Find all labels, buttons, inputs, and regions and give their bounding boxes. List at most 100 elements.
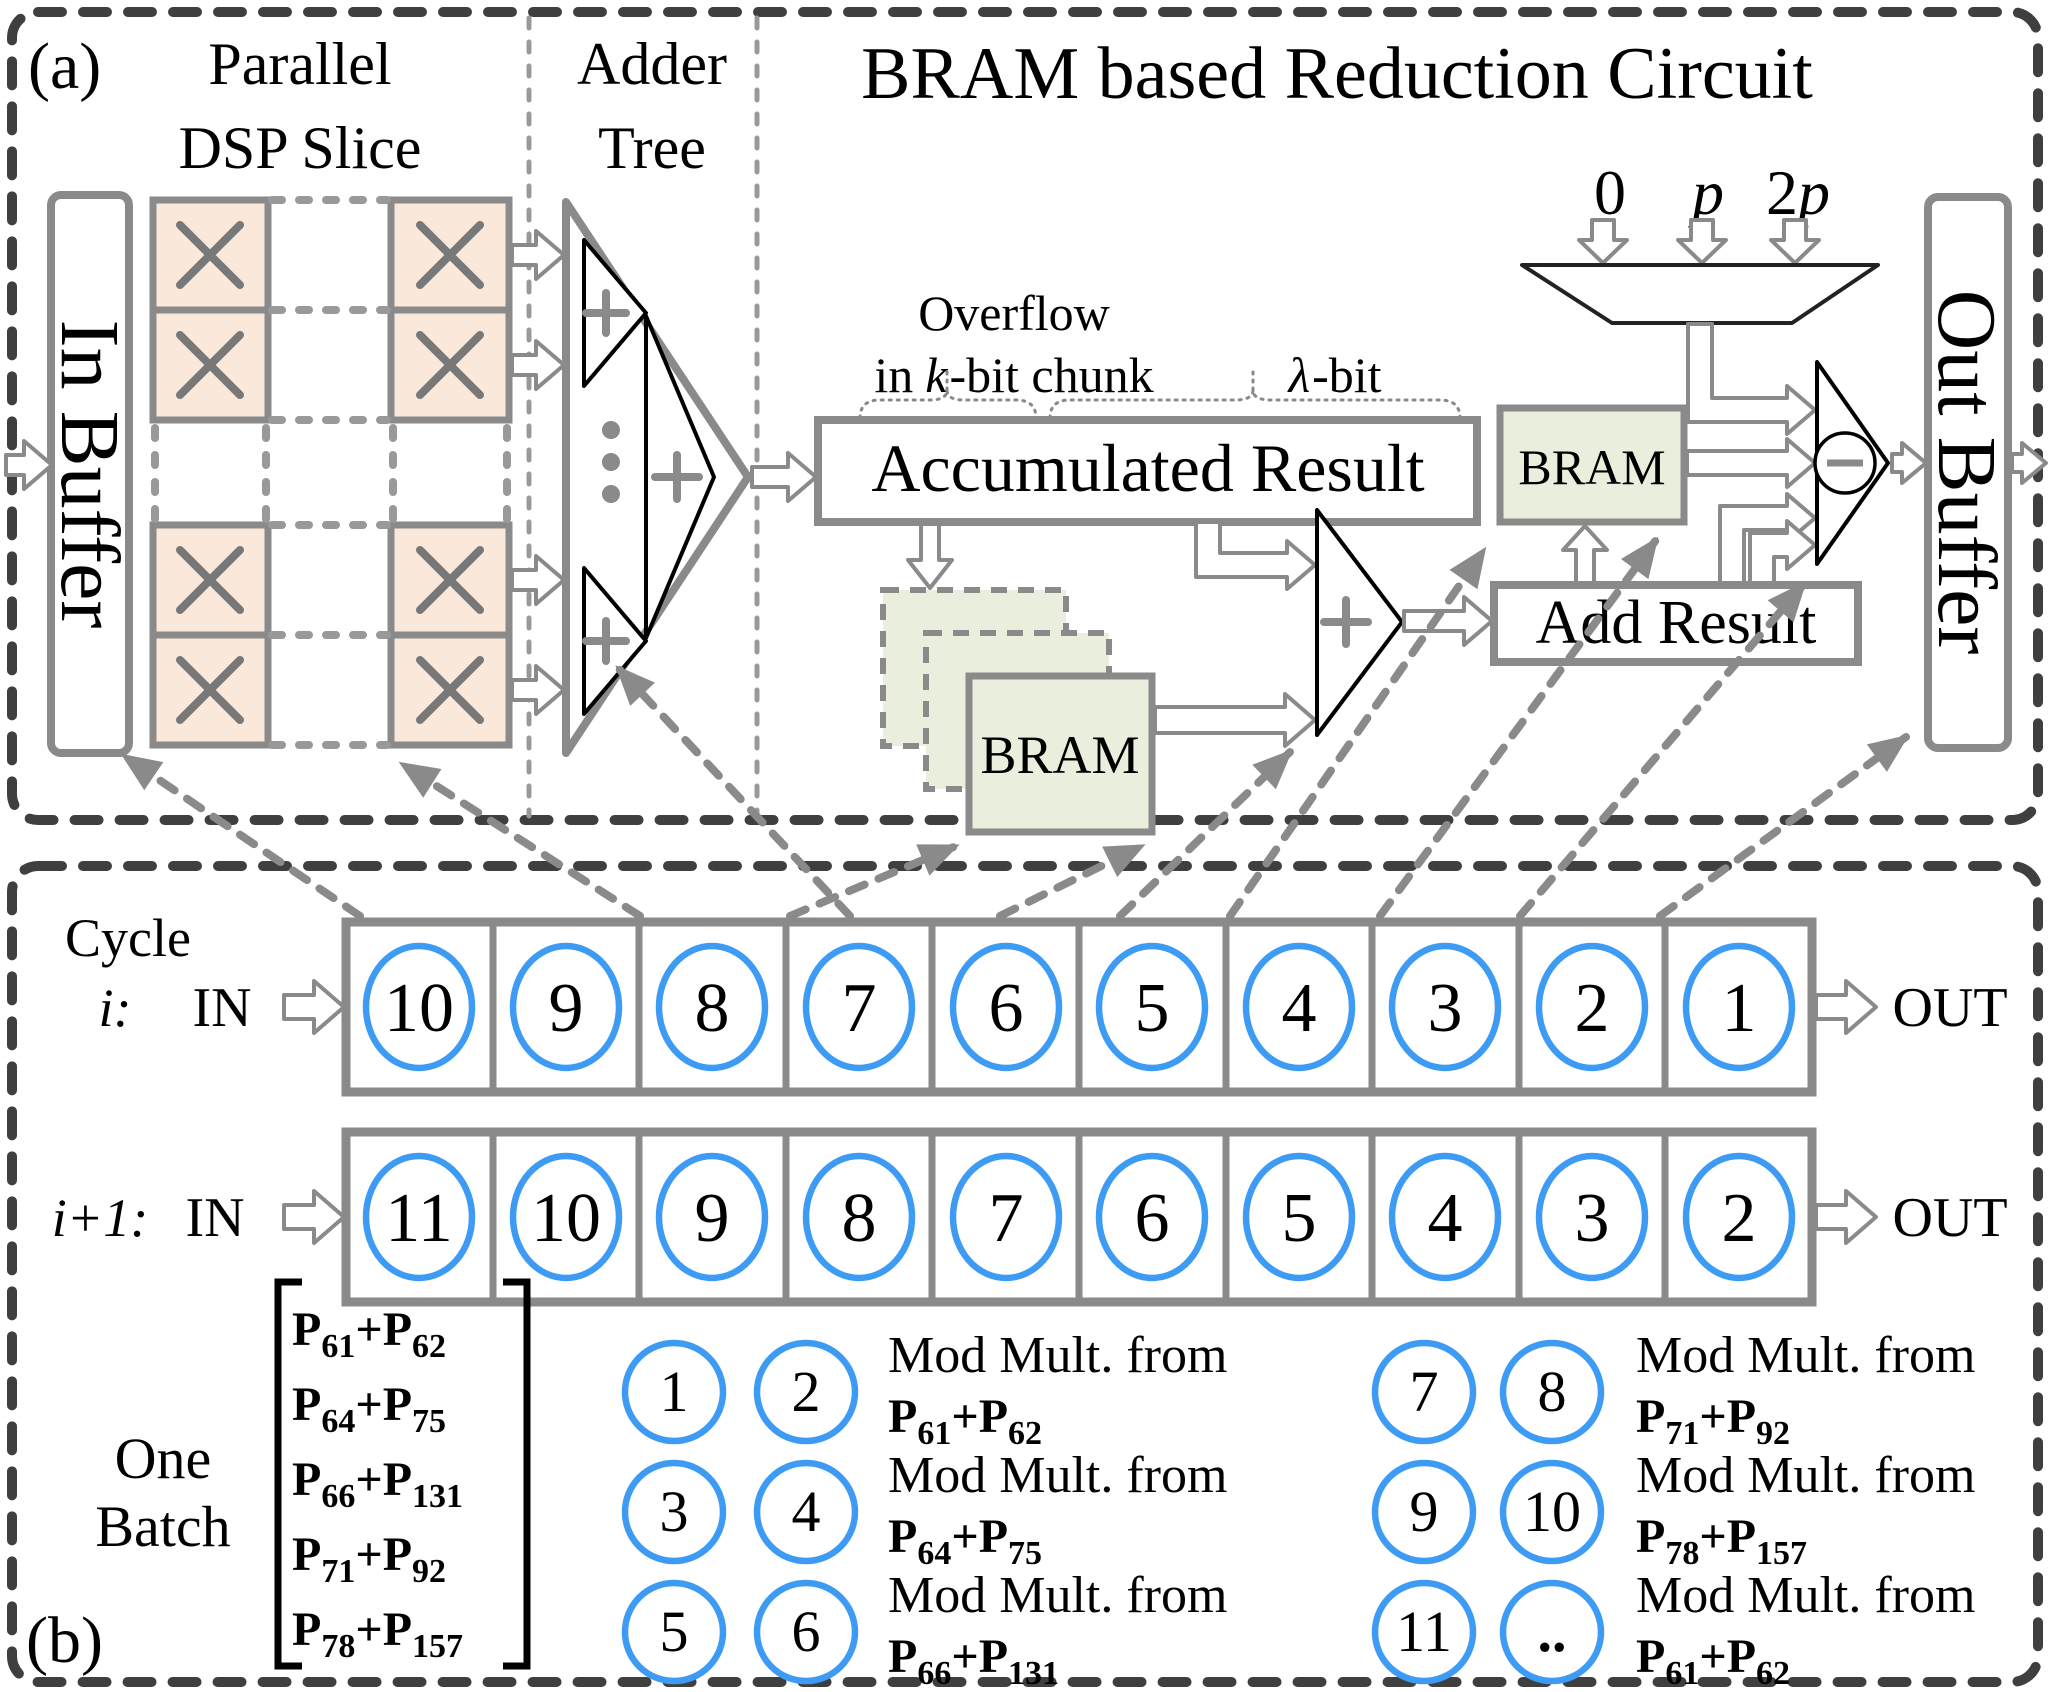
multiply-icon bbox=[416, 331, 484, 399]
mux-input-2p-label: 2p bbox=[1766, 157, 1830, 228]
legend-number: 8 bbox=[1538, 1359, 1567, 1424]
pipeline-slot bbox=[802, 1152, 916, 1282]
arrow-icon bbox=[1153, 692, 1317, 748]
slot-value: 2 bbox=[1722, 1180, 1757, 1257]
accumulated-result: Accumulated Result bbox=[814, 416, 1481, 526]
bram-label: BRAM bbox=[980, 725, 1139, 785]
pipeline-slot bbox=[362, 942, 476, 1072]
arrow-icon bbox=[1890, 441, 1928, 485]
subtractor bbox=[1813, 360, 1890, 566]
slot-value: 3 bbox=[1575, 1180, 1610, 1257]
legend-caption: Mod Mult. from bbox=[1636, 1447, 1975, 1504]
dashed-mapping-arrow bbox=[398, 760, 644, 920]
dashed-mapping-arrow bbox=[120, 752, 364, 920]
legend-circle bbox=[1371, 1459, 1477, 1565]
one-batch-label-line1: One bbox=[115, 1426, 212, 1491]
plus-icon bbox=[582, 289, 630, 337]
elbow-arrow-icon bbox=[1686, 322, 1817, 436]
overflow-label-line1: Overflow bbox=[918, 285, 1110, 341]
pipeline-slot bbox=[802, 942, 916, 1072]
legend-formula: P64+P75 bbox=[888, 1510, 1042, 1572]
mux: 0 p 2p bbox=[1520, 157, 1880, 325]
legend-item: 5 6 Mod Mult. from P66+P131 bbox=[621, 1567, 1227, 1692]
multiply-icon bbox=[176, 221, 244, 289]
legend-circle bbox=[1371, 1579, 1477, 1685]
legend-formula: P61+P62 bbox=[1636, 1630, 1790, 1692]
slot-value: 1 bbox=[1722, 970, 1757, 1047]
row-i1-index: i+1: bbox=[52, 1188, 148, 1248]
slot-value: 9 bbox=[695, 1180, 730, 1257]
legend-number: 2 bbox=[792, 1359, 821, 1424]
dashed-mapping-arrow bbox=[1116, 748, 1294, 920]
plus-icon bbox=[582, 617, 630, 665]
slot-value: 10 bbox=[384, 970, 454, 1047]
multiply-icon bbox=[176, 656, 244, 724]
out-buffer-box bbox=[1924, 193, 2012, 752]
legend-caption: Mod Mult. from bbox=[1636, 1327, 1975, 1384]
matrix-bracket-left bbox=[274, 1278, 302, 1670]
adder-tree-title-line2: Tree bbox=[598, 115, 706, 181]
dsp-to-tree-arrows bbox=[510, 229, 566, 716]
slot-value: 7 bbox=[842, 970, 877, 1047]
dsp-ellipsis-dots bbox=[151, 196, 511, 749]
legend-number: 6 bbox=[792, 1599, 821, 1664]
accumulated-result-box bbox=[814, 416, 1481, 526]
arrow-icon bbox=[510, 229, 566, 281]
slot-value: 5 bbox=[1282, 1180, 1317, 1257]
dashed-mapping-arrow bbox=[786, 842, 960, 920]
arrow-icon bbox=[1577, 218, 1629, 265]
pipeline-slot bbox=[655, 1152, 769, 1282]
arrow-icon bbox=[1561, 524, 1609, 585]
dashed-mapping-arrow bbox=[614, 664, 854, 920]
legend-number: 4 bbox=[792, 1479, 821, 1544]
mux-input-0-label: 0 bbox=[1594, 157, 1626, 228]
bram-stack: BRAM bbox=[880, 587, 1156, 836]
pipeline-row-i1: i+1: IN 11 10 9 8 7 6 5 4 3 2 OUT bbox=[52, 1127, 2008, 1307]
slot-value: 2 bbox=[1575, 970, 1610, 1047]
adder-tree-title-line1: Adder bbox=[577, 31, 727, 97]
batch-entry: P78+P157 bbox=[292, 1603, 463, 1665]
slot-value: 10 bbox=[531, 1180, 601, 1257]
multiply-icon bbox=[416, 546, 484, 614]
elbow-arrow-icon bbox=[1194, 520, 1317, 591]
slot-value: 9 bbox=[549, 970, 584, 1047]
lambda-bit-label: λ-bit bbox=[1286, 347, 1381, 403]
pipeline-slot bbox=[949, 942, 1063, 1072]
in-buffer: In Buffer bbox=[43, 191, 136, 757]
batch-entry: P61+P62 bbox=[292, 1303, 446, 1365]
pipeline-slot bbox=[362, 1152, 476, 1282]
multiply-icon bbox=[176, 331, 244, 399]
legend-number: 3 bbox=[660, 1479, 689, 1544]
in-buffer-box bbox=[47, 191, 133, 757]
legend-circle bbox=[621, 1339, 727, 1445]
multiply-icon bbox=[416, 656, 484, 724]
pipeline-slot bbox=[1388, 942, 1502, 1072]
dsp-title-line1: Parallel bbox=[208, 31, 391, 97]
slot-value: 6 bbox=[1135, 1180, 1170, 1257]
dsp-grid bbox=[149, 196, 513, 749]
section-b-border bbox=[7, 861, 2043, 1687]
legend-item: 1 2 Mod Mult. from P61+P62 bbox=[621, 1327, 1227, 1452]
legend-caption: Mod Mult. from bbox=[1636, 1567, 1975, 1624]
arrow-icon bbox=[906, 522, 954, 590]
ellipsis-dot bbox=[602, 453, 620, 471]
dashed-mapping-arrow bbox=[996, 842, 1146, 920]
legend-item: 9 10 Mod Mult. from P78+P157 bbox=[1371, 1447, 1975, 1572]
multiply-icon bbox=[176, 546, 244, 614]
add-result-box bbox=[1490, 581, 1862, 666]
pipeline-row-i: i: IN 10 9 8 7 6 5 4 3 2 1 OUT bbox=[99, 917, 2008, 1097]
legend-number: 7 bbox=[1410, 1359, 1439, 1424]
legend-circle bbox=[1371, 1339, 1477, 1445]
slot-value: 4 bbox=[1282, 970, 1317, 1047]
pipeline-slot bbox=[1095, 1152, 1209, 1282]
pipeline-slot bbox=[655, 942, 769, 1072]
in-buffer-label: In Buffer bbox=[43, 320, 136, 629]
input-arrow-icon bbox=[4, 439, 54, 491]
section-b-label: (b) bbox=[26, 1604, 103, 1677]
slot-value: 11 bbox=[385, 1180, 452, 1257]
legend-item: 3 4 Mod Mult. from P64+P75 bbox=[621, 1447, 1227, 1572]
legend-circle bbox=[1499, 1339, 1605, 1445]
dashed-mapping-arrow bbox=[1656, 733, 1910, 920]
legend-number: .. bbox=[1538, 1599, 1567, 1664]
